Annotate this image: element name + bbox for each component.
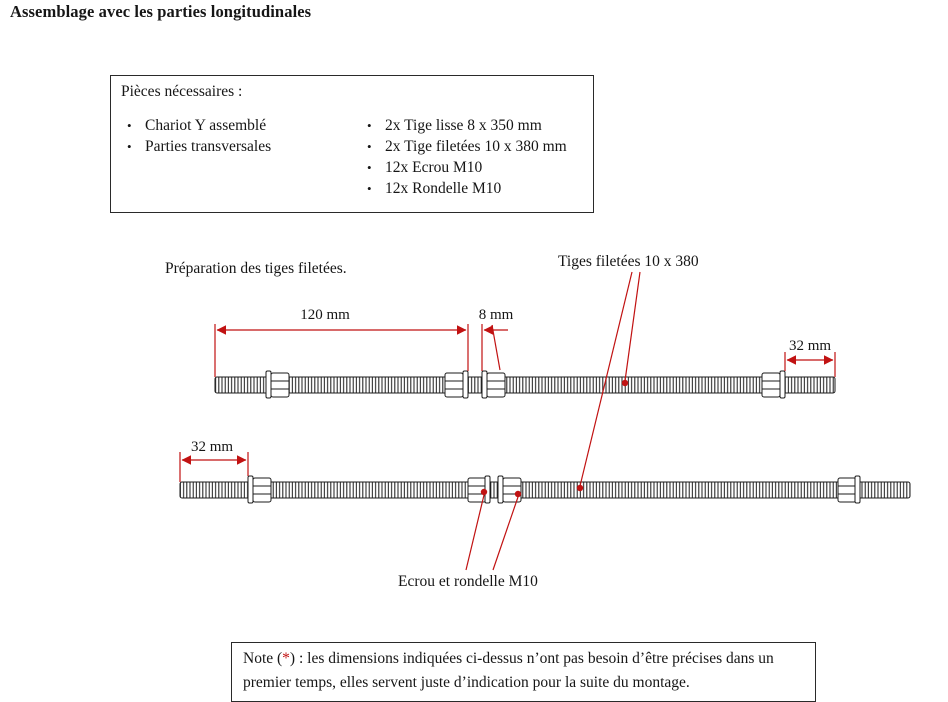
- dim-label-32mm-bottom: 32 mm: [191, 439, 233, 455]
- leader-nut-washer: [465, 488, 522, 571]
- threaded-rod-top: [214, 370, 836, 399]
- label-threaded-rods: Tiges filetées 10 x 380: [558, 253, 699, 270]
- part-label: 12x Rondelle M10: [385, 180, 502, 197]
- dim-label-8mm: 8 mm: [479, 307, 514, 323]
- washer: [462, 370, 469, 399]
- dimension-32mm-top: [784, 352, 836, 377]
- note-body: ) : les dimensions indiquées ci-dessus n…: [243, 650, 774, 691]
- rod-body: [214, 376, 836, 394]
- note-prefix: Note (: [243, 650, 283, 667]
- part-label: Chariot Y assemblé: [145, 117, 267, 134]
- dim-label-32mm-top: 32 mm: [789, 338, 831, 354]
- note-text: Note (*) : les dimensions indiquées ci-d…: [243, 647, 804, 695]
- washer: [779, 370, 786, 399]
- dimension-120mm: [214, 324, 469, 377]
- list-item: 12x Ecrou M10: [361, 157, 567, 178]
- part-label: 12x Ecrou M10: [385, 159, 483, 176]
- hex-nut: [444, 372, 464, 398]
- assembly-diagram: Préparation des tiges filetées. Tiges fi…: [165, 253, 911, 590]
- washer: [854, 475, 861, 504]
- dimension-32mm-bottom: [179, 452, 249, 482]
- list-item: Parties transversales: [121, 136, 361, 157]
- parts-box: Pièces nécessaires : Chariot Y assemblé …: [110, 75, 594, 213]
- hex-nut: [252, 477, 272, 503]
- label-nut-washer: Ecrou et rondelle M10: [398, 573, 538, 590]
- parts-box-heading: Pièces nécessaires :: [121, 83, 243, 100]
- hex-nut: [761, 372, 781, 398]
- threaded-rod-bottom: [179, 475, 911, 504]
- list-item: 2x Tige lisse 8 x 350 mm: [361, 115, 567, 136]
- dim-label-120mm: 120 mm: [300, 307, 350, 323]
- page-title: Assemblage avec les parties longitudinal…: [10, 2, 312, 21]
- hex-nut: [270, 372, 290, 398]
- hex-nut: [837, 477, 857, 503]
- washer: [247, 475, 254, 504]
- dimension-8mm: [481, 324, 508, 371]
- note-asterisk: *: [282, 650, 290, 667]
- diagram-caption: Préparation des tiges filetées.: [165, 260, 347, 277]
- hex-nut: [502, 477, 522, 503]
- part-label: 2x Tige lisse 8 x 350 mm: [385, 117, 542, 134]
- parts-list-right: 2x Tige lisse 8 x 350 mm 2x Tige filetée…: [361, 115, 567, 199]
- list-item: 2x Tige filetées 10 x 380 mm: [361, 136, 567, 157]
- part-label: 2x Tige filetées 10 x 380 mm: [385, 138, 567, 155]
- washer: [481, 370, 488, 399]
- parts-columns: Chariot Y assemblé Parties transversales…: [121, 115, 583, 199]
- washer: [497, 475, 504, 504]
- hex-nut: [486, 372, 506, 398]
- note-box: Note (*) : les dimensions indiquées ci-d…: [231, 642, 816, 702]
- rod-body: [179, 481, 911, 499]
- list-item: 12x Rondelle M10: [361, 178, 567, 199]
- leader-threaded-rods: [576, 271, 641, 492]
- part-label: Parties transversales: [145, 138, 272, 155]
- washer: [265, 370, 272, 399]
- parts-list-left: Chariot Y assemblé Parties transversales: [121, 115, 361, 199]
- list-item: Chariot Y assemblé: [121, 115, 361, 136]
